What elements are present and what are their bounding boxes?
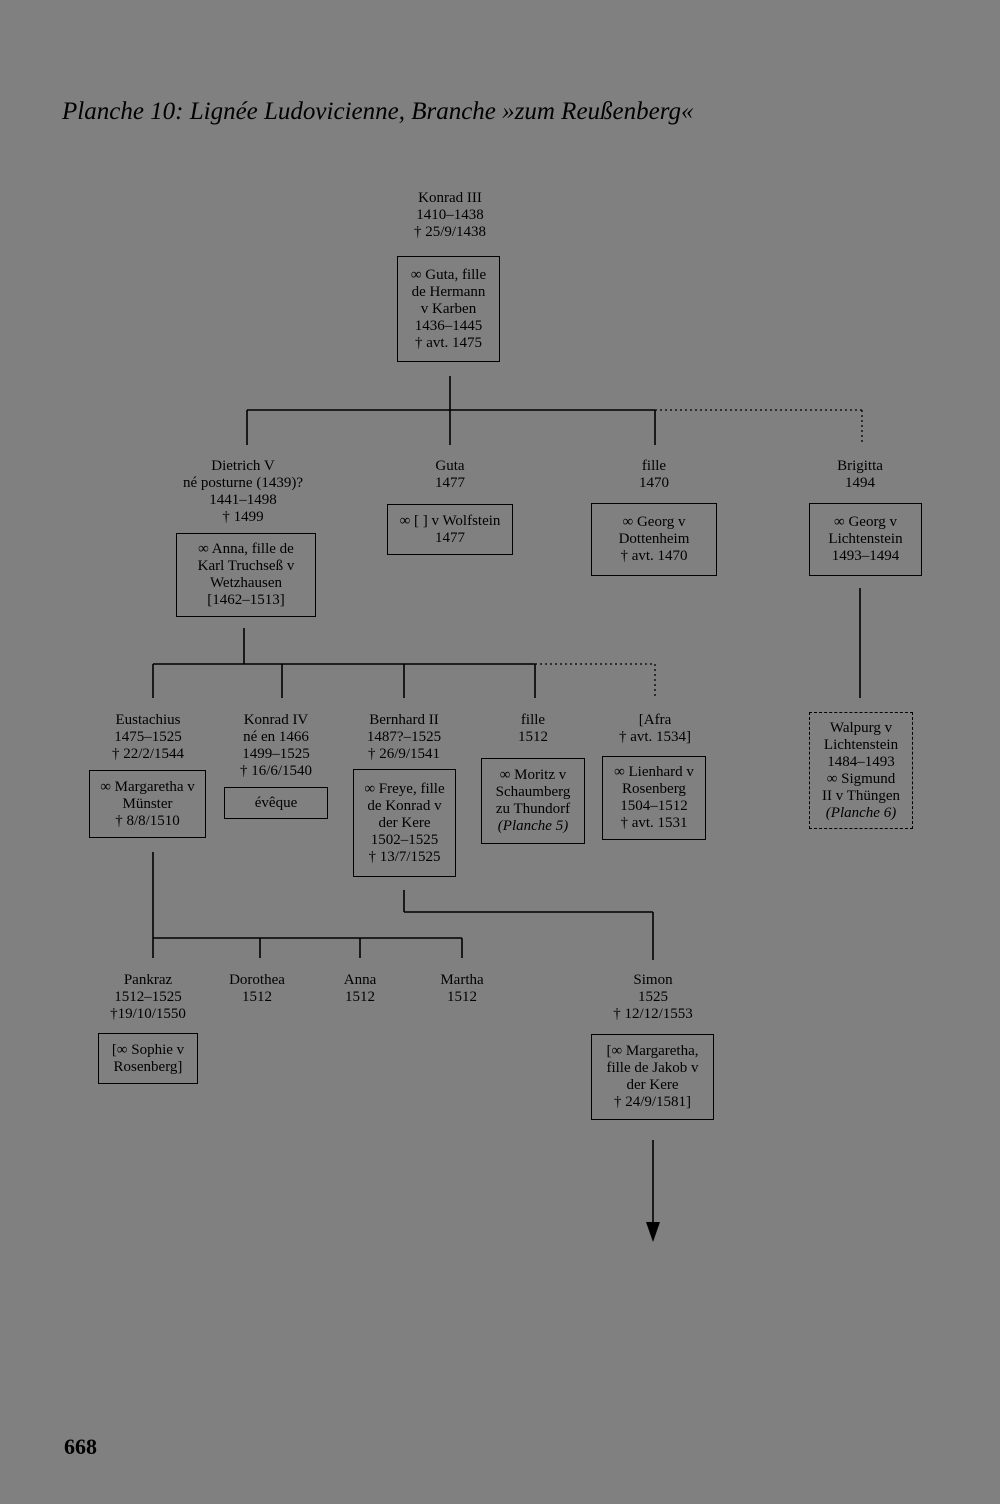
spouse-box-konrad-iii: ∞ Guta, fille de Hermann v Karben 1436–1… [397, 256, 500, 362]
spouse-box-simon: [∞ Margaretha, fille de Jakob v der Kere… [591, 1034, 714, 1120]
person-konrad-iii: Konrad III 1410–1438 † 25/9/1438 [413, 190, 487, 240]
person-bernhard-ii: Bernhard II 1487?–1525 † 26/9/1541 [366, 712, 442, 762]
person-konrad-iv: Konrad IV né en 1466 1499–1525 † 16/6/15… [239, 712, 313, 779]
spouse-box-fille-1470: ∞ Georg v Dottenheim † avt. 1470 [591, 503, 717, 576]
spouse-box-guta: ∞ [ ] v Wolfstein 1477 [387, 504, 513, 555]
arrow-down-icon [646, 1222, 660, 1242]
person-guta: Guta 1477 [435, 458, 465, 491]
spouse-box-fille-1512: ∞ Moritz v Schaumberg zu Thundorf (Planc… [481, 758, 585, 844]
spouse-box-bernhard-ii: ∞ Freye, fille de Konrad v der Kere 1502… [353, 769, 456, 877]
spouse-box-eustachius: ∞ Margaretha v Münster † 8/8/1510 [89, 770, 206, 838]
spouse-box-pankraz: [∞ Sophie v Rosenberg] [98, 1033, 198, 1084]
person-dietrich-v: Dietrich V né posturne (1439)? 1441–1498… [183, 458, 303, 525]
person-simon: Simon 1525 † 12/12/1553 [613, 972, 693, 1022]
person-martha: Martha 1512 [440, 972, 484, 1005]
person-pankraz: Pankraz 1512–1525 †19/10/1550 [110, 972, 186, 1022]
person-afra: [Afra † avt. 1534] [618, 712, 692, 745]
spouse-box-dietrich-v: ∞ Anna, fille de Karl Truchseß v Wetzhau… [176, 533, 316, 617]
spouse-box-brigitta: ∞ Georg v Lichtenstein 1493–1494 [809, 503, 922, 576]
page-title: Planche 10: Lignée Ludovicienne, Branche… [62, 98, 694, 125]
box-walpurg: Walpurg v Lichtenstein 1484–1493 ∞ Sigmu… [809, 712, 913, 829]
person-fille-1512: fille 1512 [518, 712, 548, 745]
person-dorothea: Dorothea 1512 [229, 972, 285, 1005]
spouse-box-afra: ∞ Lienhard v Rosenberg 1504–1512 † avt. … [602, 756, 706, 840]
box-konrad-iv-eveque: évêque [224, 787, 328, 819]
page-number: 668 [64, 1434, 97, 1459]
person-brigitta: Brigitta 1494 [837, 458, 883, 491]
person-eustachius: Eustachius 1475–1525 † 22/2/1544 [111, 712, 185, 762]
person-anna: Anna 1512 [343, 972, 377, 1005]
person-fille-1470: fille 1470 [639, 458, 669, 491]
